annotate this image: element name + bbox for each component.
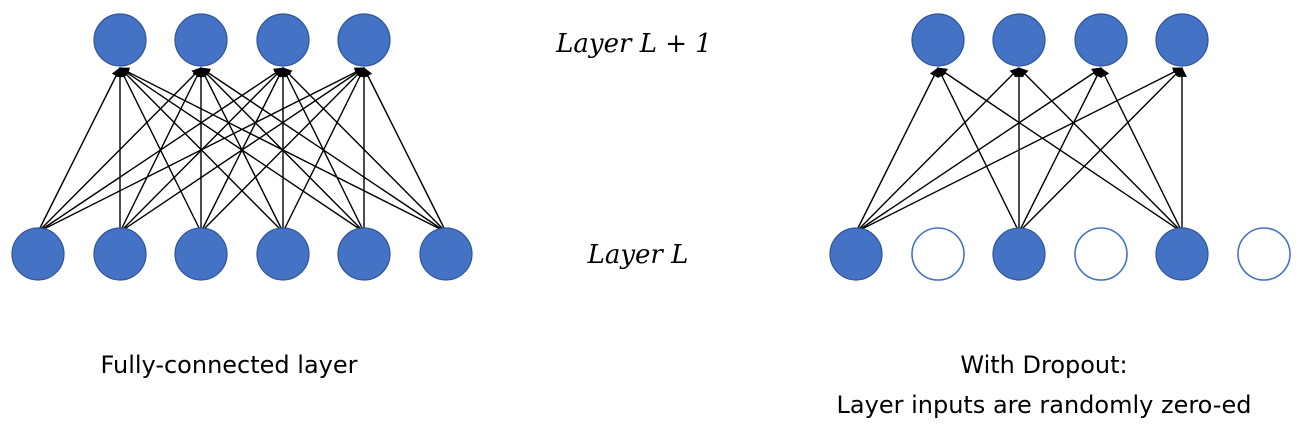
fully-connected-panel xyxy=(11,13,473,281)
input-neuron xyxy=(11,227,65,281)
input-neuron xyxy=(93,227,147,281)
output-neuron xyxy=(174,13,228,67)
connection-edge xyxy=(282,67,447,233)
input-neuron xyxy=(256,227,310,281)
fully-connected-edges xyxy=(37,67,447,233)
output-neuron xyxy=(1155,13,1209,67)
connection-edge xyxy=(119,67,284,233)
output-neuron xyxy=(256,13,310,67)
connection-edge xyxy=(1100,67,1183,233)
fully-connected-caption: Fully-connected layer xyxy=(101,351,358,379)
upper-layer-label: Layer L + 1 xyxy=(555,29,712,59)
fully-connected-nodes xyxy=(11,13,473,281)
output-neuron xyxy=(93,13,147,67)
input-neuron xyxy=(337,227,391,281)
output-neuron xyxy=(911,13,965,67)
input-neuron xyxy=(174,227,228,281)
lower-layer-label: Layer L xyxy=(587,240,689,270)
connection-edge xyxy=(363,67,447,233)
dropout-edges xyxy=(855,67,1187,233)
dropped-input-neuron xyxy=(911,227,965,281)
connection-edge xyxy=(200,67,447,233)
dropped-input-neuron xyxy=(1237,227,1291,281)
connection-edge xyxy=(119,67,365,233)
input-neuron xyxy=(419,227,473,281)
dropout-caption-line1: With Dropout: xyxy=(960,351,1127,379)
connection-edge xyxy=(119,67,447,233)
dropout-nodes xyxy=(829,13,1291,281)
connection-edge xyxy=(119,67,202,233)
dropout-caption-line2: Layer inputs are randomly zero-ed xyxy=(837,391,1252,419)
connection-edge xyxy=(855,67,939,233)
dropout-panel xyxy=(829,13,1291,281)
output-neuron xyxy=(337,13,391,67)
output-neuron xyxy=(992,13,1046,67)
connection-edge xyxy=(855,67,1020,233)
dropped-input-neuron xyxy=(1074,227,1128,281)
input-neuron xyxy=(992,227,1046,281)
connection-edge xyxy=(1018,67,1183,233)
input-neuron xyxy=(829,227,883,281)
output-neuron xyxy=(1074,13,1128,67)
connection-edge xyxy=(937,67,1020,233)
input-neuron xyxy=(1155,227,1209,281)
connection-edge xyxy=(37,67,121,233)
connection-edge xyxy=(937,67,1183,233)
